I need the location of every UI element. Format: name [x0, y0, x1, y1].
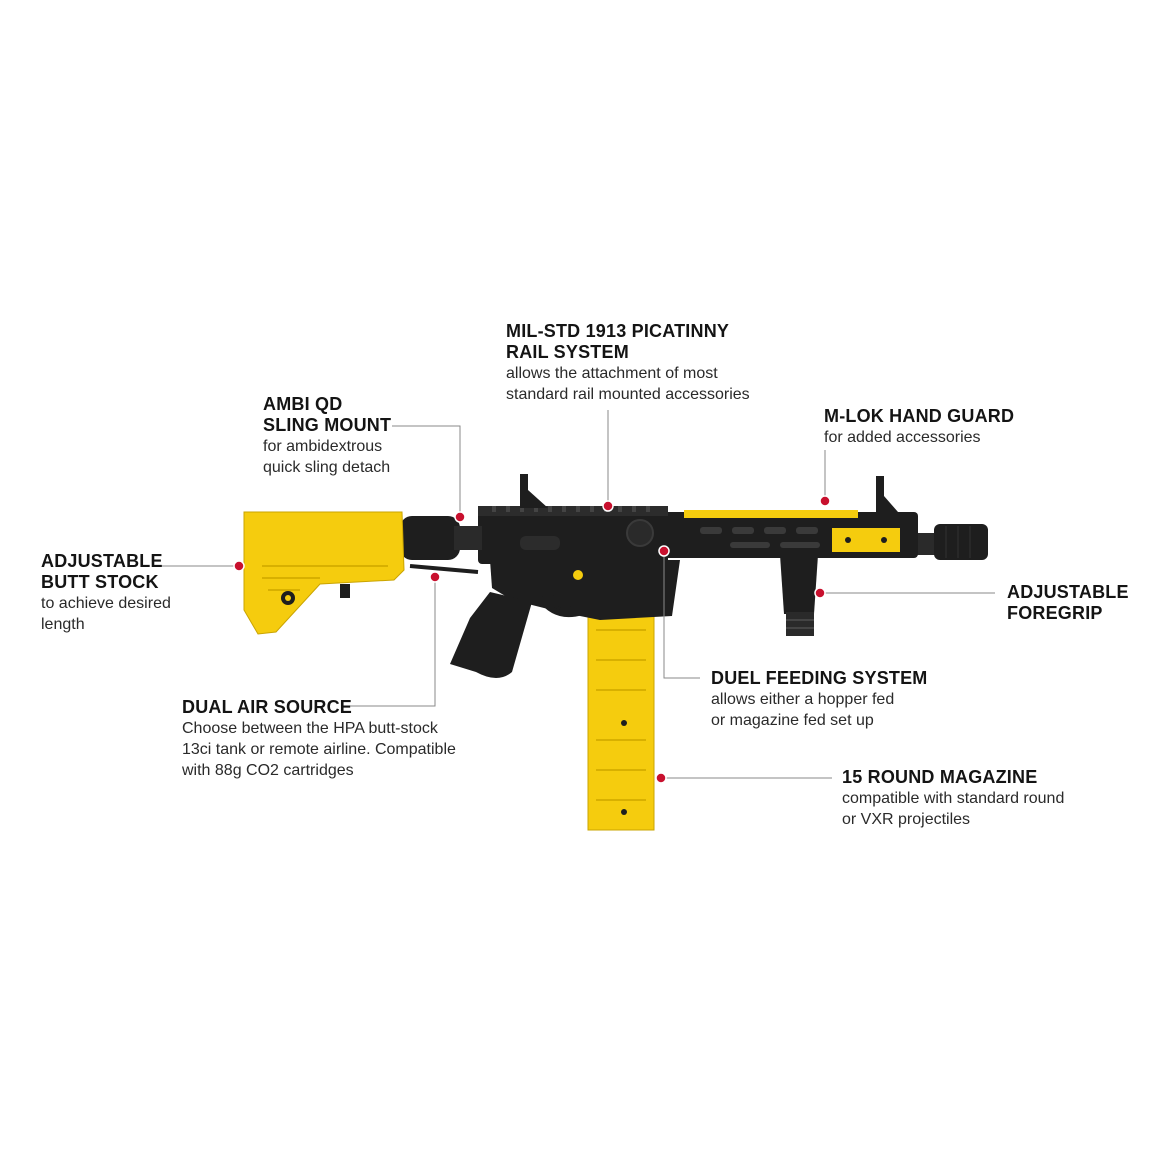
callout-desc-line: standard rail mounted accessories [506, 386, 750, 403]
callout-butt-stock: ADJUSTABLE BUTT STOCK to achieve desired… [41, 551, 171, 635]
callout-title-line: ADJUSTABLE [1007, 582, 1129, 602]
callout-title-line: 15 ROUND MAGAZINE [842, 767, 1038, 787]
callout-foregrip: ADJUSTABLE FOREGRIP [1007, 582, 1129, 624]
callout-title-line: SLING MOUNT [263, 415, 392, 435]
callout-title-line: ADJUSTABLE [41, 551, 163, 571]
callout-desc-line: or magazine fed set up [711, 712, 874, 729]
paintball-marker-rifle-image [243, 474, 988, 831]
magazine-image [587, 611, 655, 831]
callout-dual-air: DUAL AIR SOURCE Choose between the HPA b… [182, 697, 456, 781]
marker-dot-foregrip [814, 587, 826, 599]
callout-title-line: FOREGRIP [1007, 603, 1103, 623]
air-tank-image [400, 516, 482, 574]
callout-picatinny: MIL-STD 1913 PICATINNY RAIL SYSTEM allow… [506, 321, 750, 405]
callout-title-line: DUEL FEEDING SYSTEM [711, 668, 928, 688]
callout-desc-line: to achieve desired [41, 595, 171, 612]
marker-dot-ambi-qd [454, 511, 466, 523]
callout-desc-line: length [41, 616, 85, 633]
callout-magazine: 15 ROUND MAGAZINE compatible with standa… [842, 767, 1064, 830]
callout-duel-feed: DUEL FEEDING SYSTEM allows either a hopp… [711, 668, 928, 731]
callout-desc-line: quick sling detach [263, 459, 391, 476]
callout-title-line: DUAL AIR SOURCE [182, 697, 353, 717]
callout-markers [233, 495, 831, 784]
callout-title-line: MIL-STD 1913 PICATINNY [506, 321, 730, 341]
callout-desc-line: for added accessories [824, 429, 981, 446]
leader-ambi-qd [392, 425, 461, 514]
callout-title-line: BUTT STOCK [41, 572, 159, 592]
callout-desc-line: allows either a hopper fed [711, 691, 895, 708]
callout-ambi-qd: AMBI QD SLING MOUNT for ambidextrous qui… [263, 394, 391, 478]
callout-desc-line: 13ci tank or remote airline. Compatible [182, 741, 456, 758]
callout-desc-line: or VXR projectiles [842, 811, 971, 828]
marker-dot-mlok [819, 495, 831, 507]
callout-desc-line: with 88g CO2 cartridges [182, 762, 354, 779]
callout-desc-line: compatible with standard round [842, 790, 1065, 807]
callout-title-line: AMBI QD [263, 394, 343, 414]
leader-dual-air [348, 578, 436, 707]
callout-desc-line: for ambidextrous [263, 438, 383, 455]
barrel-image [912, 524, 988, 560]
callout-desc-line: Choose between the HPA butt-stock [182, 720, 438, 737]
callout-desc-line: allows the attachment of most [506, 365, 718, 382]
callout-title-line: RAIL SYSTEM [506, 342, 629, 362]
marker-dot-dual-air [429, 571, 441, 583]
leader-lines [157, 410, 995, 779]
marker-dot-magazine [655, 772, 667, 784]
butt-stock-image [243, 511, 405, 635]
callout-mlok: M-LOK HAND GUARD for added accessories [824, 406, 1014, 448]
leader-duel-feed [663, 552, 700, 679]
foregrip-image [780, 555, 818, 636]
receiver-image [450, 474, 680, 678]
marker-dot-duel-feed [658, 545, 670, 557]
callout-title-line: M-LOK HAND GUARD [824, 406, 1015, 426]
marker-dot-butt-stock [233, 560, 245, 572]
m-lok-handguard-image [660, 476, 918, 558]
marker-dot-picatinny [602, 500, 614, 512]
